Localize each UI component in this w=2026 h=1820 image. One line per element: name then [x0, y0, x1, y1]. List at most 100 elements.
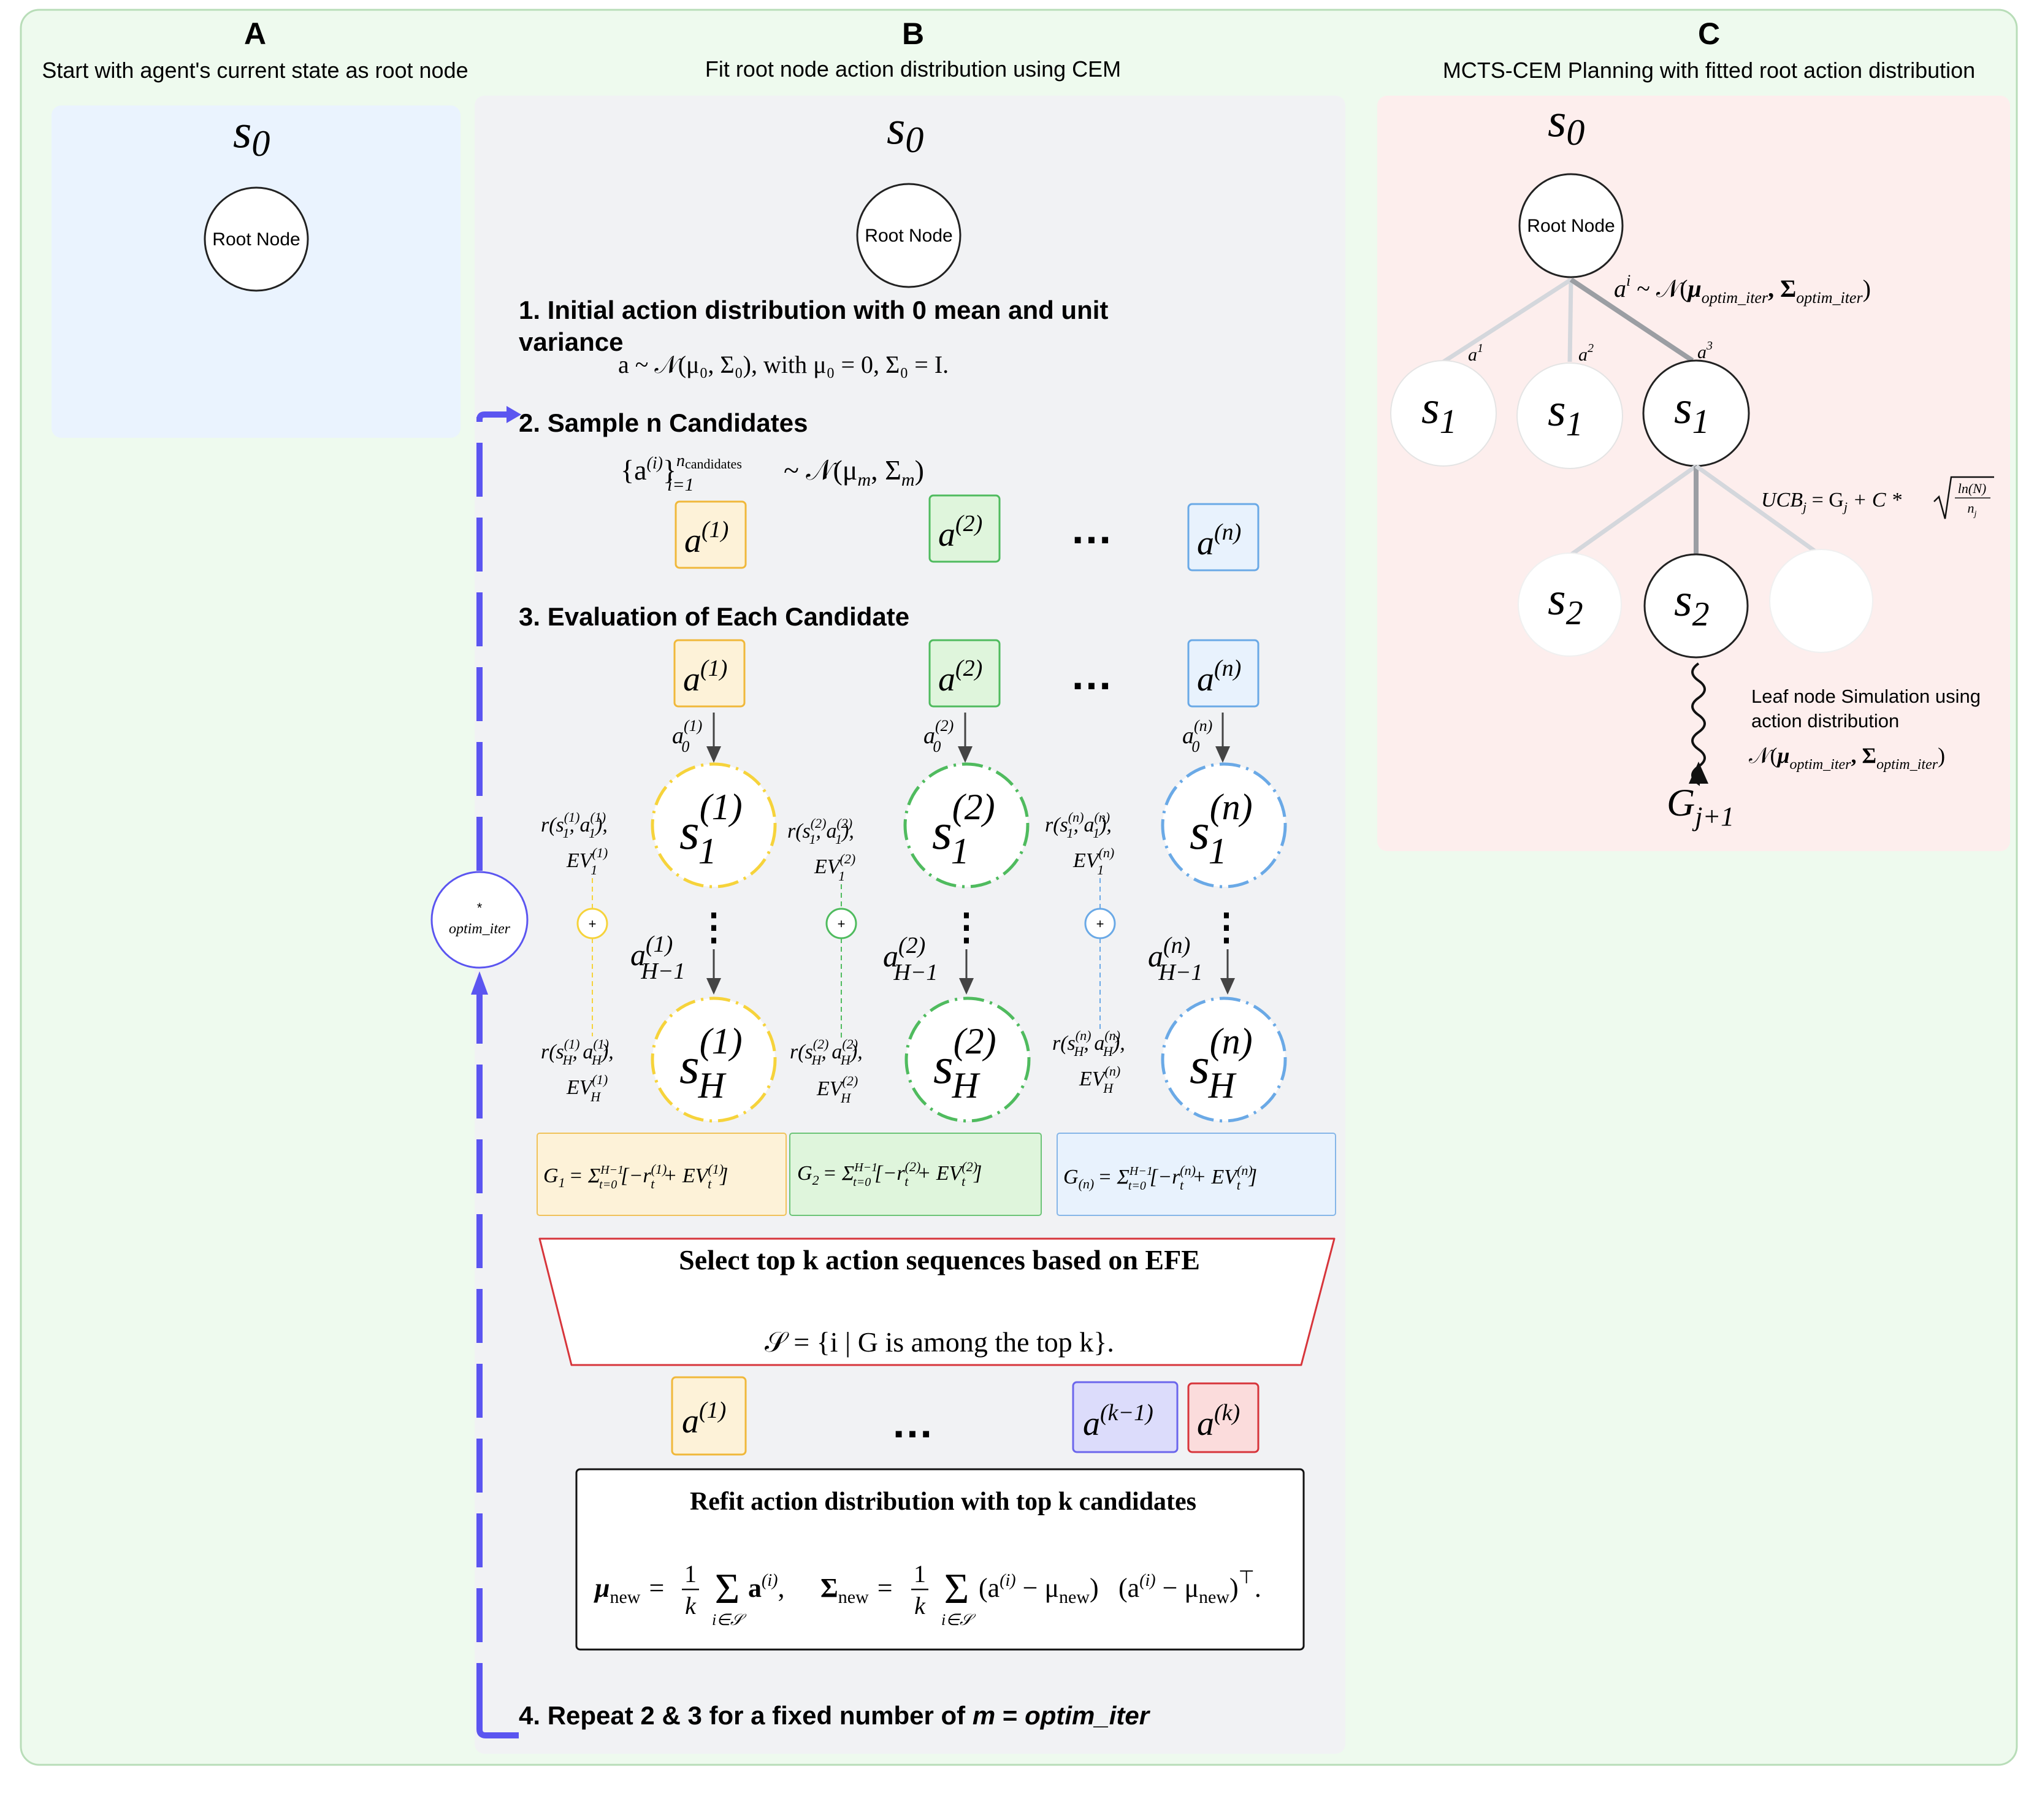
- aH-label-1: a(1)H−1: [630, 931, 685, 984]
- panel-a-root-node[interactable]: [204, 186, 309, 292]
- eval-candidate-label-1: a(1): [683, 656, 727, 698]
- mcts-s2-node-2-label: s2: [1674, 575, 1710, 633]
- mcts-edge-1: [1442, 278, 1572, 364]
- reward-H-2: r(s(2)H, a(2)H),: [790, 1036, 863, 1068]
- eval-candidate-label-2: a(2): [938, 656, 982, 698]
- refit-sum-2-bot: i∈𝒮: [941, 1611, 976, 1629]
- refit-a-1: a(i),: [748, 1571, 784, 1603]
- select-topk-title: Select top k action sequences based on E…: [679, 1244, 1200, 1275]
- panel-b-state: s0: [887, 101, 923, 160]
- candidate-box-n[interactable]: [1187, 503, 1260, 572]
- vdots-1: ⋮: [695, 906, 732, 947]
- mcts-edge-6: [1694, 464, 1823, 557]
- mcts-root-distribution: ai ~ 𝒩(μoptim_iter, Σoptim_iter): [1614, 272, 1871, 307]
- aH-label-n: a(n)H−1: [1148, 933, 1202, 985]
- panel-b-root-node[interactable]: [856, 183, 961, 288]
- refit-mu: μnew=: [594, 1573, 664, 1607]
- step1-title: 1. Initial action distribution with 0 me…: [519, 296, 1108, 324]
- state-sH-2[interactable]: [904, 996, 1031, 1123]
- eval-candidate-box-n[interactable]: [1187, 639, 1260, 708]
- refit-sum-2: Σ: [944, 1566, 969, 1613]
- eval-column-1: a(1)0 s(1)1 r(s(1)1, a(1)1), EV(1)1 + ⋮ …: [541, 713, 777, 1123]
- state-sH-n[interactable]: [1161, 996, 1287, 1123]
- mcts-leaf-text-2: action distribution: [1751, 710, 1899, 732]
- step3-candidates: a(1) a(2) … a(n): [673, 639, 1260, 708]
- mcts-empty-node[interactable]: [1769, 549, 1873, 653]
- step4-title: 4. Repeat 2 & 3 for a fixed number of m …: [519, 1701, 1151, 1730]
- g-box-n-frame: [1057, 1133, 1336, 1216]
- reward-1-1: r(s(1)1, a(1)1),: [541, 809, 608, 841]
- mcts-s1-node-1[interactable]: [1390, 360, 1497, 467]
- refit-frac-den-2: k: [914, 1592, 926, 1619]
- refit-outer-2: (a(i) − μnew)⊤.: [1118, 1567, 1261, 1607]
- optim-iter-node[interactable]: [430, 871, 529, 969]
- vdots-2: ⋮: [948, 906, 985, 947]
- panel-a-subtitle: Start with agent's current state as root…: [42, 58, 468, 83]
- candidate-ellipsis: …: [1070, 505, 1113, 552]
- reward-1-n: r(s(n)1, a(n)1),: [1045, 809, 1112, 841]
- eval-column-2: a(2)0 s(2)1 r(s(2)1, a(2)1), EV(2)1 + ⋮ …: [787, 713, 1031, 1123]
- mcts-edge-3: [1569, 277, 1694, 363]
- g-box-1-frame: [537, 1133, 787, 1216]
- ev-H-n: EV(n)H: [1079, 1063, 1120, 1096]
- reward-H-n: r(s(n)H, a(n)H),: [1052, 1028, 1125, 1059]
- panel-a-root-label: Root Node: [212, 229, 300, 250]
- aH-label-2: a(2)H−1: [883, 933, 938, 985]
- panel-a-letter: A: [244, 17, 266, 51]
- mcts-root-node[interactable]: [1518, 173, 1624, 278]
- eval-candidate-box-2[interactable]: [928, 639, 1001, 708]
- mcts-edge-label-2: a2: [1578, 342, 1594, 365]
- candidate-label-2: a(2): [938, 511, 982, 554]
- topk-box-k[interactable]: [1187, 1382, 1260, 1453]
- candidate-label-1: a(1): [684, 517, 728, 560]
- mcts-edge-label-1: a1: [1468, 342, 1483, 365]
- eval-candidate-label-n: a(n): [1197, 656, 1241, 698]
- mcts-ucb-sqrt: [1933, 476, 1994, 519]
- topk-label-1: a(1): [682, 1398, 726, 1440]
- mcts-s1-node-2[interactable]: [1516, 362, 1623, 469]
- sum-node-2-plus: +: [838, 916, 846, 931]
- candidate-label-n: a(n): [1197, 519, 1241, 562]
- a0-label-n: a(n)0: [1182, 717, 1212, 755]
- select-topk-equation: 𝒮 = {i | G is among the top k}.: [765, 1326, 1114, 1358]
- state-sH-n-label: s(n)H: [1190, 1021, 1253, 1106]
- refit-sum-1: Σ: [715, 1566, 740, 1613]
- topk-box-1[interactable]: [671, 1376, 747, 1456]
- mcts-edge-4: [1568, 464, 1698, 557]
- mcts-leaf-dist: 𝒩(μoptim_iter, Σoptim_iter): [1749, 743, 1945, 773]
- reward-H-1: r(s(1)H, a(1)H),: [541, 1036, 614, 1068]
- eval-candidate-box-1[interactable]: [673, 639, 746, 708]
- ev-1-n: EV(n)1: [1072, 845, 1114, 878]
- mcts-s2-node-2[interactable]: [1643, 553, 1749, 659]
- panel-b-letter: B: [902, 17, 924, 51]
- step2-equation: {a(i)}ncandidates: [621, 451, 742, 486]
- topk-box-k-1[interactable]: [1072, 1381, 1179, 1453]
- state-sH-2-label: s(2)H: [933, 1021, 996, 1106]
- ev-1-1: EV(1)1: [566, 845, 608, 878]
- panel-c-letter: C: [1698, 17, 1720, 51]
- select-topk-trapezoid: [538, 1237, 1336, 1366]
- candidate-box-1[interactable]: [675, 500, 747, 569]
- mcts-s2-node-1[interactable]: [1518, 552, 1622, 657]
- mcts-ucb-formula: UCBj = Gj + C *: [1761, 489, 1902, 514]
- state-sH-1[interactable]: [651, 996, 777, 1123]
- g-box-2-frame: [789, 1133, 1042, 1216]
- mcts-s2-node-1-label: s2: [1548, 573, 1583, 632]
- refit-frac-num-2: 1: [914, 1560, 926, 1588]
- state-s1-2[interactable]: [903, 762, 1030, 889]
- candidate-box-2[interactable]: [928, 494, 1001, 563]
- state-s1-n[interactable]: [1161, 762, 1287, 889]
- refit-Sigma: Σnew=: [820, 1573, 893, 1607]
- mcts-ucb-den: nj: [1968, 500, 1977, 519]
- step2-eq-right: ~ 𝒩(μm, Σm): [784, 454, 924, 490]
- refit-equation: μnew= 1 k Σ i∈𝒮 a(i), Σnew= 1 k Σ i∈𝒮 (a…: [594, 1560, 1261, 1629]
- step3-title: 3. Evaluation of Each Candidate: [519, 602, 909, 631]
- panel-c-state: s0: [1548, 93, 1584, 153]
- state-s1-1[interactable]: [651, 762, 777, 889]
